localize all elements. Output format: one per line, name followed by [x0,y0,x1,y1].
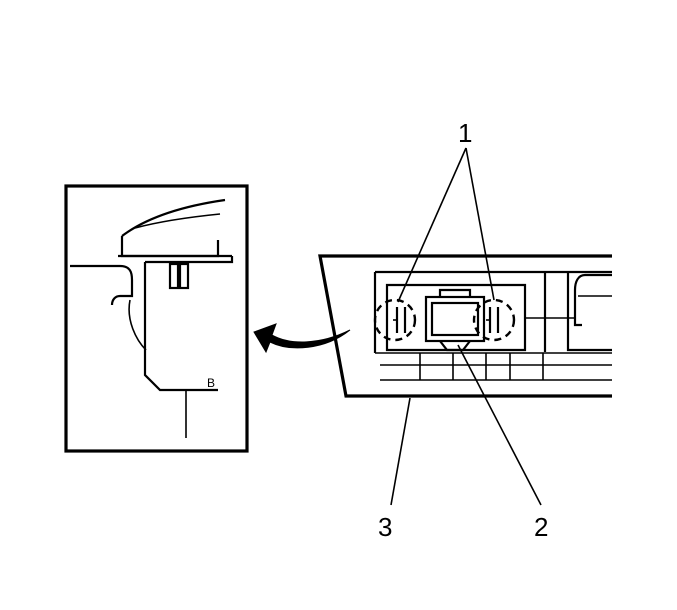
terminal-connector [424,288,486,352]
detail-frame [64,184,249,453]
locking-tab-right [486,307,500,333]
callout-1: 1 [458,118,472,148]
pointer-arrow [253,323,351,354]
callout-2: 2 [534,512,548,542]
leader-lines [390,147,542,506]
callout-3: 3 [378,512,392,542]
latch-detail: B [70,198,234,438]
connector-housing [318,254,612,398]
locking-tab-highlight-right [472,298,516,342]
locking-tab-highlight-left [373,298,417,342]
detail-inset: B [64,184,249,453]
locking-tab-left [393,307,407,333]
detail-glyph: B [207,376,215,390]
